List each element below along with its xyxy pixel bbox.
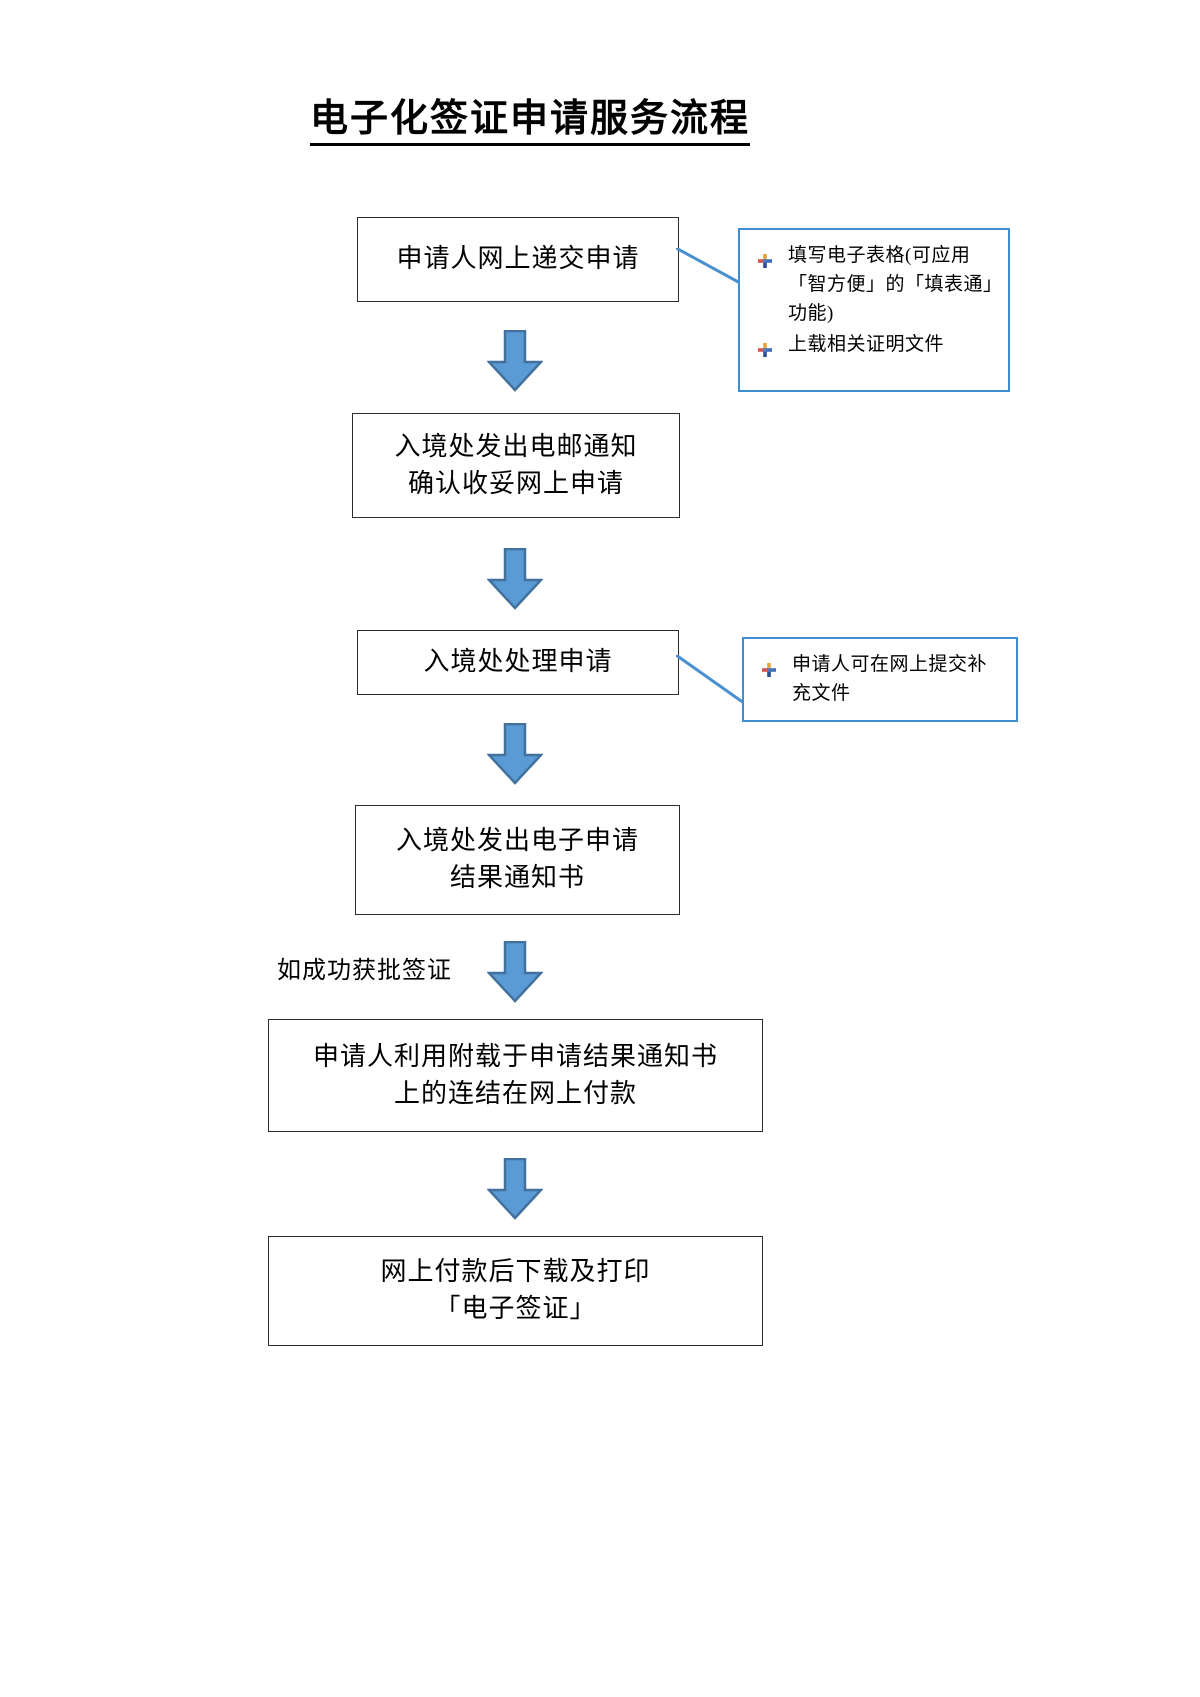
flow-node-process-application: 入境处处理申请 [357, 630, 679, 695]
flow-label-if-visa-approved: 如成功获批签证 [277, 958, 452, 984]
callout-connector-line [675, 653, 745, 707]
arrow-down-icon [486, 329, 544, 392]
list-item-text: 填写电子表格(可应用「智方便」的「填表通」功能) [788, 245, 994, 324]
list-item: 填写电子表格(可应用「智方便」的「填表通」功能) [750, 242, 994, 329]
list-item: 上载相关证明文件 [750, 331, 994, 360]
page-title-text: 电子化签证申请服务流程 [309, 98, 750, 146]
callout-list: 申请人可在网上提交补充文件 [754, 651, 1002, 709]
multicolor-plus-bullet-icon [758, 249, 772, 268]
arrow-down-icon [486, 1157, 544, 1220]
arrow-down-icon [486, 547, 544, 610]
arrow-down-icon [486, 940, 544, 1003]
flow-node-submit-application: 申请人网上递交申请 [357, 217, 679, 302]
multicolor-plus-bullet-icon [758, 338, 772, 357]
page-title: 电子化签证申请服务流程 [0, 98, 1060, 146]
callout-connector-line [675, 246, 743, 288]
callout-box-application-notes: 填写电子表格(可应用「智方便」的「填表通」功能) 上载相关证明文件 [738, 228, 1010, 392]
list-item-text: 上载相关证明文件 [788, 333, 945, 355]
flow-node-result-notification: 入境处发出电子申请 结果通知书 [355, 805, 680, 915]
multicolor-plus-bullet-icon [762, 658, 776, 677]
list-item-text: 申请人可在网上提交补充文件 [792, 654, 988, 704]
arrow-down-icon [486, 722, 544, 785]
callout-list: 填写电子表格(可应用「智方便」的「填表通」功能) 上载相关证明文件 [750, 242, 994, 360]
flow-node-download-evisa: 网上付款后下载及打印 「电子签证」 [268, 1236, 763, 1346]
flow-node-email-acknowledgement: 入境处发出电邮通知 确认收妥网上申请 [352, 413, 680, 518]
flow-node-online-payment: 申请人利用附载于申请结果通知书 上的连结在网上付款 [268, 1019, 763, 1132]
callout-box-supplementary-documents: 申请人可在网上提交补充文件 [742, 637, 1018, 722]
list-item: 申请人可在网上提交补充文件 [754, 651, 1002, 709]
